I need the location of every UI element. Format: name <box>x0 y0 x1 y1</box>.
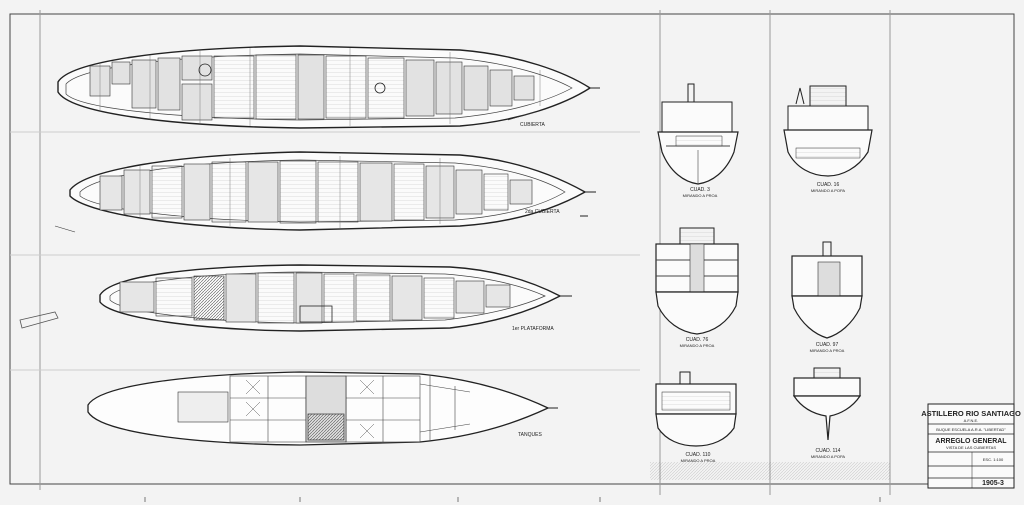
section-label-5: CUAD. 110 <box>686 452 711 458</box>
section-sublabel-3: MIRANDO A PROA <box>680 343 715 348</box>
title-block: ASTILLERO RIO SANTIAGO A.F.N.E. BUQUE ES… <box>921 403 1021 489</box>
deck-label-hold: TANQUES <box>518 432 542 438</box>
title-vessel: BUQUE ESCUELA A.R.A. "LIBERTAD" <box>936 427 1006 432</box>
section-label-4: CUAD. 97 <box>816 342 839 348</box>
deck-plan-hold: TANQUES <box>87 371 558 446</box>
title-main: ARREGLO GENERAL <box>935 438 1007 445</box>
cross-section-2 <box>783 85 873 177</box>
section-sublabel-5: MIRANDO A PROA <box>681 458 716 463</box>
deck-plan-second: 2da CUBIERTA <box>54 151 596 233</box>
section-sublabel-4: MIRANDO A PROA <box>810 348 845 353</box>
cross-section-1 <box>657 83 739 185</box>
drawing-number: 1905-3 <box>982 480 1004 487</box>
title-scale: ESC. 1:100 <box>983 457 1004 462</box>
section-sublabel-1: MIRANDO A PROA <box>683 193 718 198</box>
title-subtitle: VISTA DE LAS CUBIERTAS <box>946 445 996 450</box>
title-org: A.F.N.E. <box>964 418 979 423</box>
section-sublabel-2: MIRANDO A POPA <box>811 188 845 193</box>
deck-label-second: 2da CUBIERTA <box>525 209 560 215</box>
cross-section-5 <box>655 371 737 447</box>
section-label-1: CUAD. 3 <box>690 187 710 193</box>
section-label-2: CUAD. 16 <box>817 182 840 188</box>
frame-lines <box>99 48 541 126</box>
sheet-border <box>9 13 1015 485</box>
deck-plan-platform: 1er PLATAFORMA <box>19 264 572 332</box>
base-shading <box>650 462 890 480</box>
deck-label-platform: 1er PLATAFORMA <box>512 326 554 332</box>
cross-section-6 <box>792 367 862 441</box>
deck-plan-main: CUBIERTA <box>57 45 600 129</box>
section-sublabel-6: MIRANDO A POPA <box>811 454 845 459</box>
cross-section-3 <box>655 227 739 335</box>
scan-marks <box>144 497 881 502</box>
section-label-6: CUAD. 114 <box>816 448 841 454</box>
section-label-3: CUAD. 76 <box>686 337 709 343</box>
title-shipyard: ASTILLERO RIO SANTIAGO <box>921 409 1021 418</box>
cross-section-4 <box>791 241 863 339</box>
deck-label-main: CUBIERTA <box>520 122 545 128</box>
